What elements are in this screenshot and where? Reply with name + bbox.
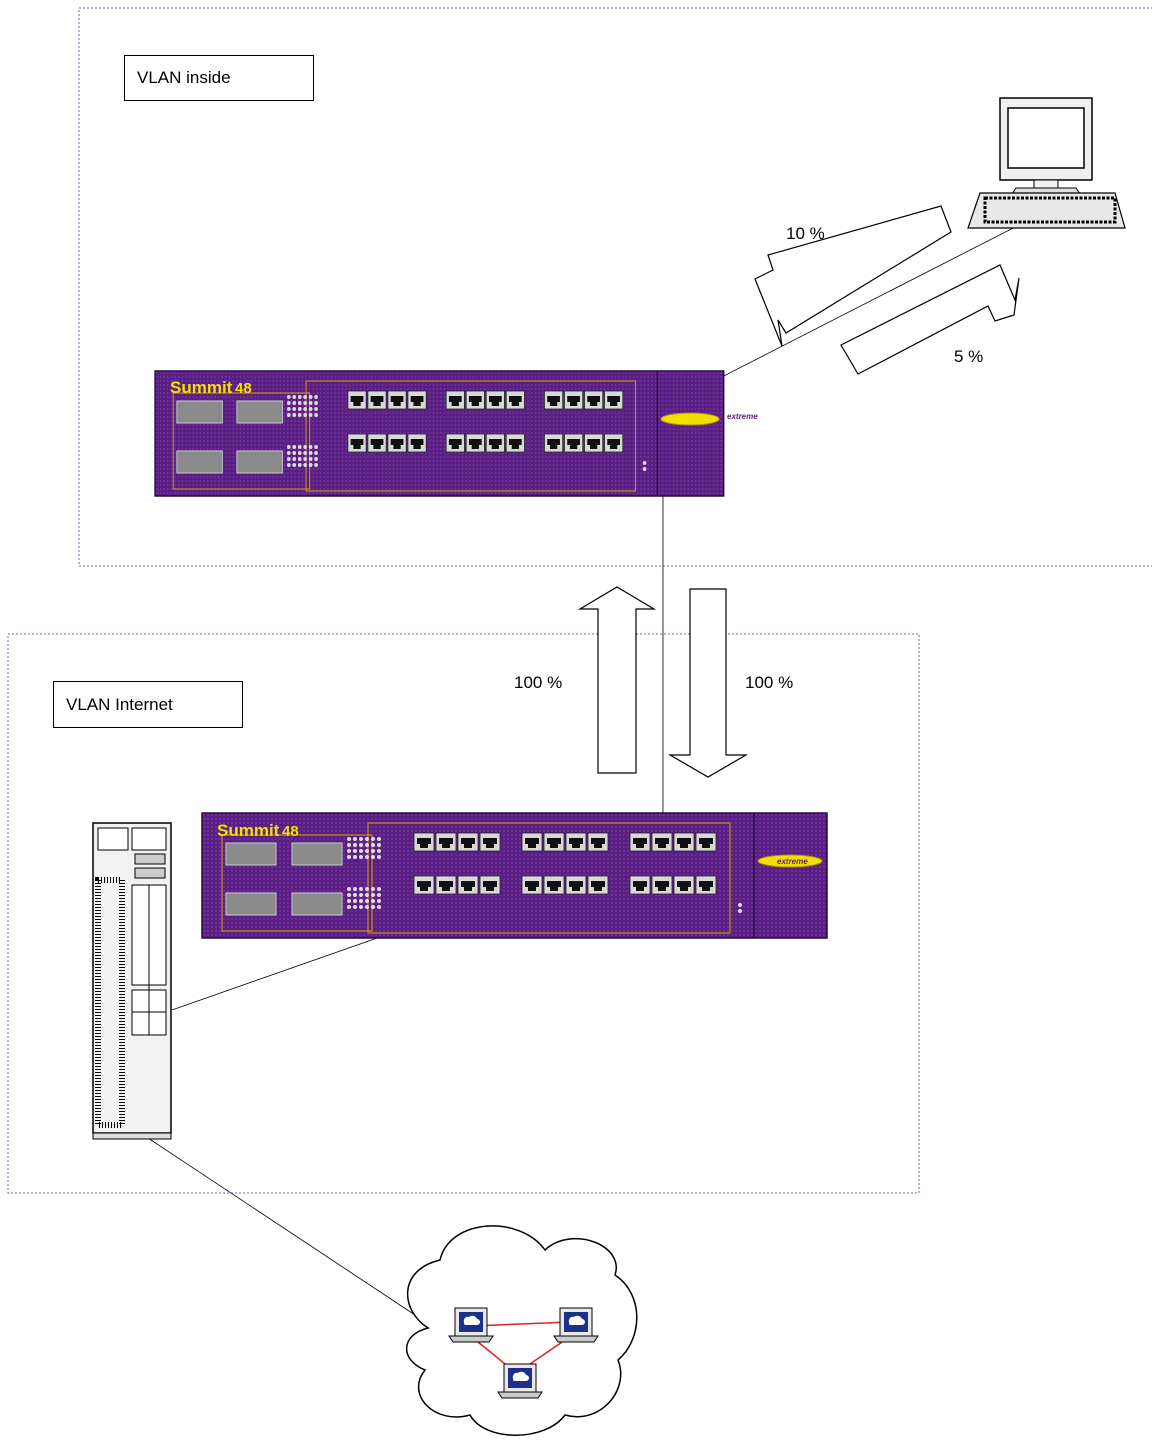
switch-inside-model-number: 48 — [235, 380, 252, 397]
traffic-arrow-up — [577, 586, 657, 774]
switch-internet-brand: extreme — [777, 857, 808, 866]
vlan-internet-label: VLAN Internet — [53, 681, 243, 728]
traffic-up-label: 100 % — [514, 673, 563, 692]
ring-link — [471, 1321, 571, 1327]
traffic-to-pc-label: 10 % — [786, 224, 825, 243]
switch-inside-brand: extreme — [727, 412, 758, 421]
laptop-icon — [448, 1307, 494, 1343]
link-pc-switch — [666, 223, 1022, 406]
cloud-icon — [405, 1225, 638, 1436]
laptop-icon — [553, 1307, 599, 1343]
vlan-inside-label: VLAN inside — [124, 55, 314, 101]
switch-internet-model-number: 48 — [282, 823, 299, 840]
laptop-icon — [497, 1363, 543, 1399]
vlan-internet-area — [7, 633, 920, 1194]
traffic-from-pc-label: 5 % — [954, 347, 984, 366]
server-tower-icon — [92, 822, 172, 1140]
vlan-inside-area — [78, 7, 1152, 567]
link-server-cloud — [147, 1137, 416, 1316]
traffic-arrow-from-pc — [840, 264, 1020, 375]
traffic-down-label: 100 % — [745, 673, 794, 692]
switch-internet-model: Summit — [217, 821, 280, 840]
switch-inside-model: Summit — [170, 378, 233, 397]
desktop-computer-icon — [967, 97, 1126, 229]
traffic-arrow-down — [667, 588, 749, 778]
